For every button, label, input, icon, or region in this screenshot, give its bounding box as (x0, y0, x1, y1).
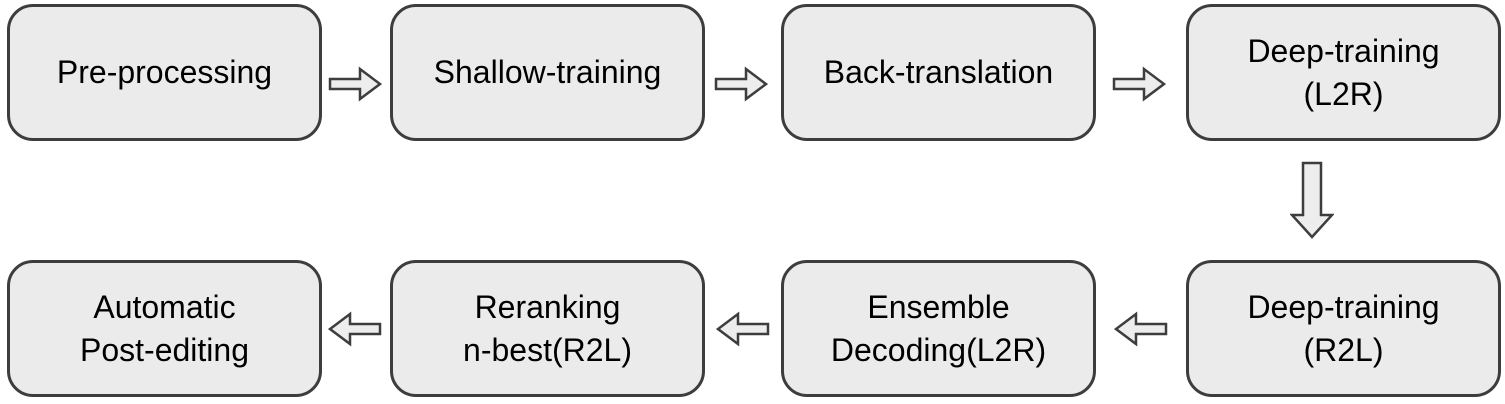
arrow-right-icon (1112, 66, 1166, 102)
node-label: Deep-training (L2R) (1247, 33, 1440, 112)
node-back-translation: Back-translation (781, 4, 1096, 141)
node-label: Shallow-training (433, 54, 662, 91)
node-label: Pre-processing (56, 54, 273, 91)
arrow-left-icon (328, 311, 382, 347)
node-deep-training-r2l: Deep-training (R2L) (1186, 260, 1501, 397)
node-label: Ensemble Decoding(L2R) (830, 289, 1047, 368)
arrow-left-icon (716, 311, 770, 347)
node-label: Automatic Post-editing (80, 289, 249, 368)
node-label: Reranking n-best(R2L) (463, 289, 632, 368)
node-ensemble-decoding-l2r: Ensemble Decoding(L2R) (781, 260, 1096, 397)
arrow-right-icon (714, 66, 768, 102)
node-reranking-n-best-r2l: Reranking n-best(R2L) (390, 260, 705, 397)
node-shallow-training: Shallow-training (390, 4, 705, 141)
node-label: Deep-training (R2L) (1247, 289, 1440, 368)
node-pre-processing: Pre-processing (7, 4, 322, 141)
arrow-right-icon (328, 66, 382, 102)
node-automatic-post-editing: Automatic Post-editing (7, 260, 322, 397)
node-deep-training-l2r: Deep-training (L2R) (1186, 4, 1501, 141)
arrow-left-icon (1114, 311, 1168, 347)
node-label: Back-translation (823, 54, 1054, 91)
arrow-down-icon (1290, 161, 1334, 239)
